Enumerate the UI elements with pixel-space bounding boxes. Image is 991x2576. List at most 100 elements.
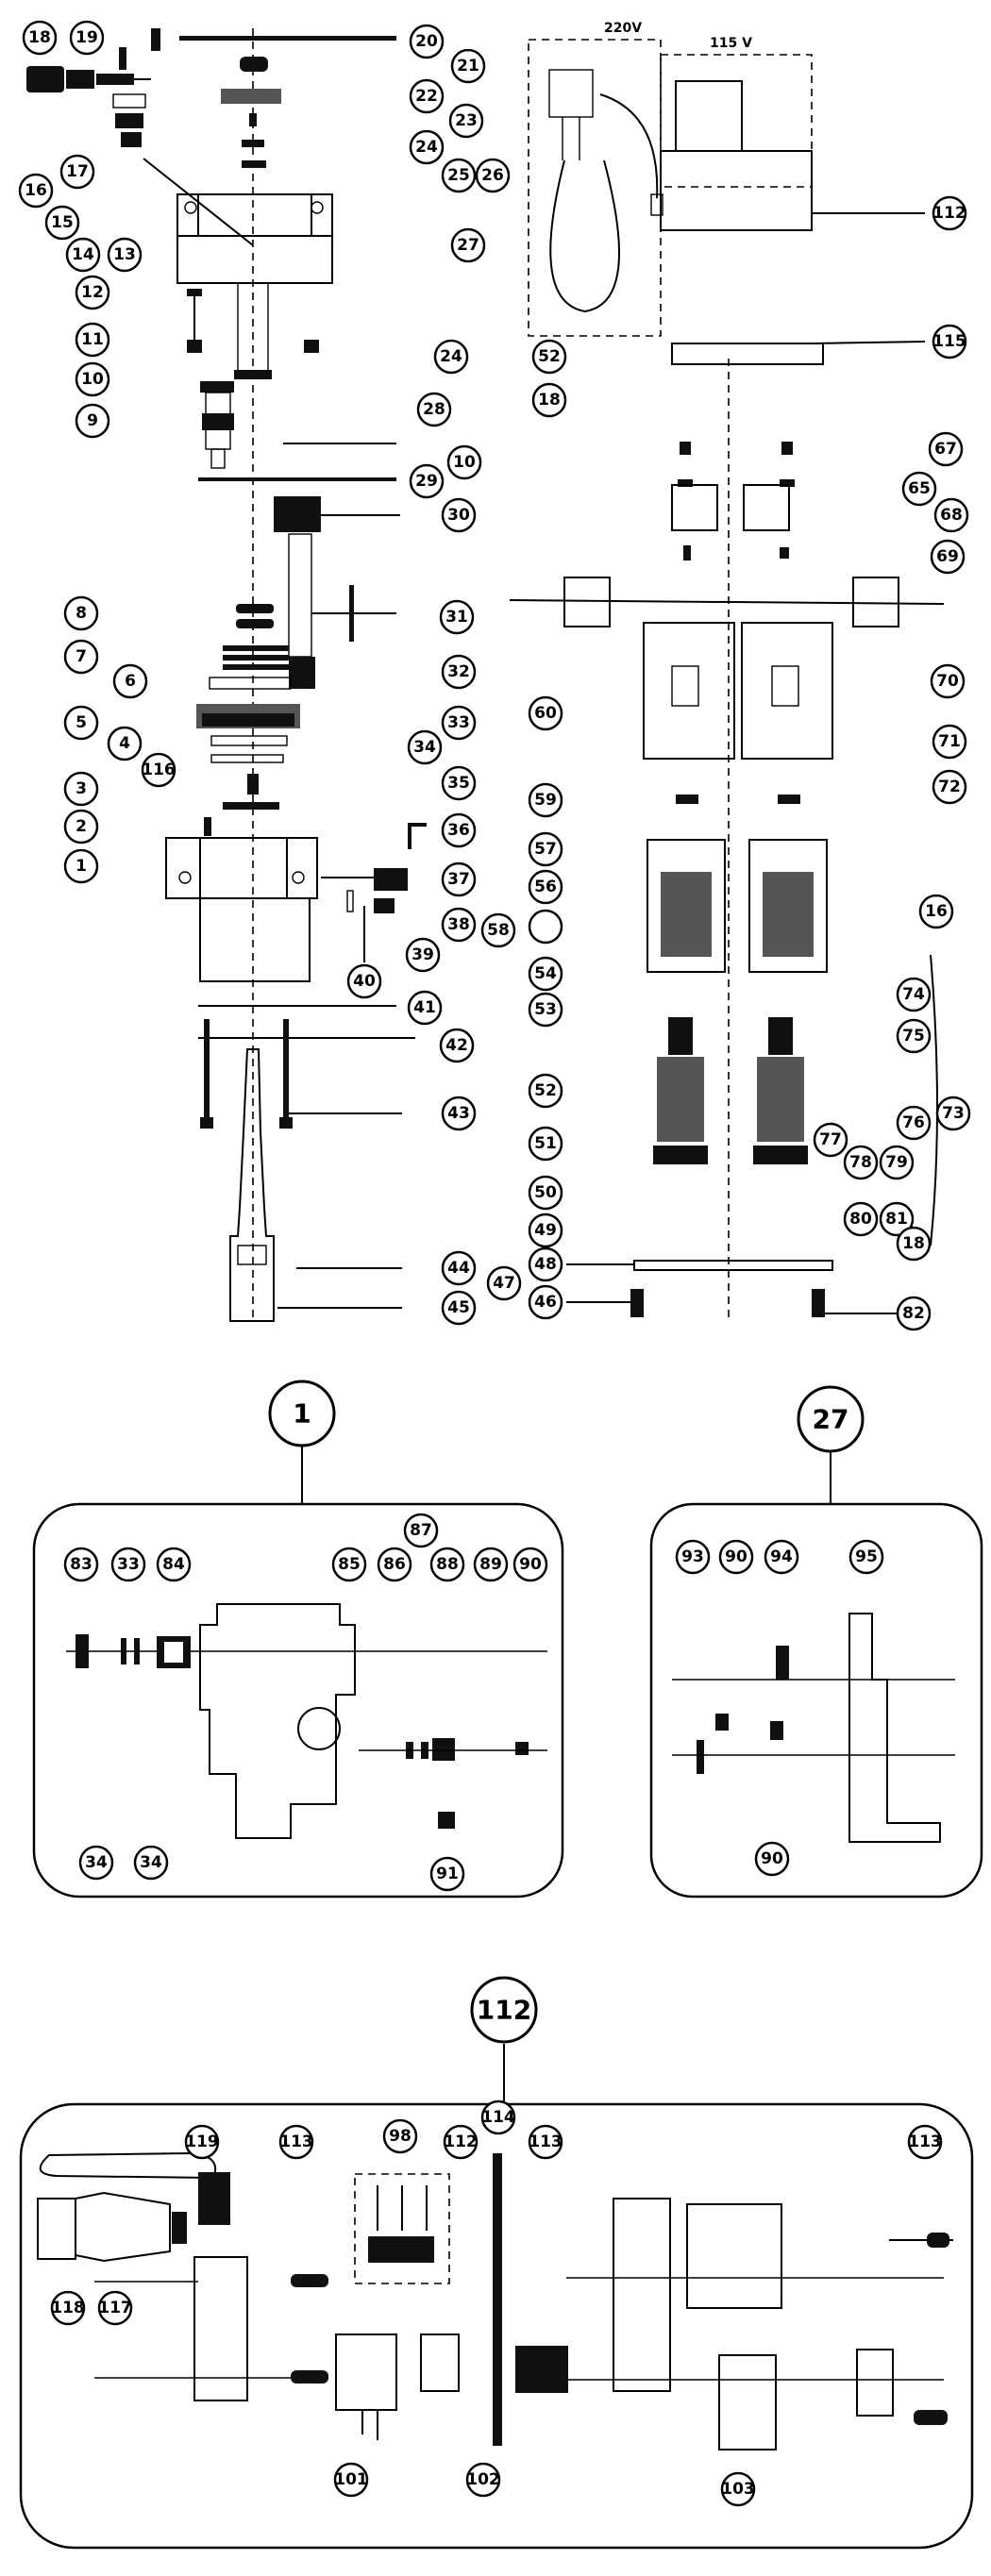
callout-c113c-circle xyxy=(907,2124,943,2160)
callout-c48: 48 xyxy=(528,1246,563,1282)
callout-c12: 12 xyxy=(75,275,110,310)
callout-c32: 32 xyxy=(441,654,477,690)
callout-c18a-circle xyxy=(22,20,58,56)
callout-c89-circle xyxy=(473,1547,509,1582)
callout-c8-circle xyxy=(63,595,99,631)
callout-c57-circle xyxy=(528,831,563,867)
callout-c58: 58 xyxy=(480,912,516,948)
callout-c76-label: 76 xyxy=(902,1113,925,1132)
callout-c38-label: 38 xyxy=(447,915,470,934)
callout-c95-label: 95 xyxy=(855,1547,878,1566)
callout-c45: 45 xyxy=(441,1290,477,1326)
callout-c28: 28 xyxy=(416,392,452,427)
callout-c86: 86 xyxy=(377,1547,412,1582)
callout-c14-circle xyxy=(65,237,101,273)
callout-c14: 14 xyxy=(65,237,101,273)
callout-c72-label: 72 xyxy=(938,778,961,796)
callout-c8-label: 8 xyxy=(76,604,87,623)
callout-c28-label: 28 xyxy=(423,400,445,419)
callout-c80: 80 xyxy=(843,1201,879,1237)
callout-c74: 74 xyxy=(896,977,932,1012)
callout-c114: 114 xyxy=(480,2099,516,2135)
callout-c39-label: 39 xyxy=(412,945,434,964)
callout-c82-circle xyxy=(896,1296,932,1331)
callout-c20-label: 20 xyxy=(415,32,438,51)
callout-c54-label: 54 xyxy=(534,964,557,983)
detail-callout-d27-circle xyxy=(797,1385,865,1453)
callout-c30-circle xyxy=(441,497,477,533)
callout-c117-circle xyxy=(97,2290,133,2326)
callout-c47-circle xyxy=(486,1265,522,1301)
callout-c75-circle xyxy=(896,1018,932,1054)
callout-c23-circle xyxy=(448,103,484,139)
callout-c53: 53 xyxy=(528,992,563,1028)
callout-c48-circle xyxy=(528,1246,563,1282)
right-assembly: 220V 115 V xyxy=(509,21,945,1321)
callout-c88-circle xyxy=(429,1547,465,1582)
callout-c38-circle xyxy=(441,907,477,943)
callout-c48-label: 48 xyxy=(534,1255,557,1274)
callout-c32-label: 32 xyxy=(447,662,470,681)
callout-c7-label: 7 xyxy=(76,647,87,666)
callout-c83: 83 xyxy=(63,1547,99,1582)
callout-c58-circle xyxy=(480,912,516,948)
callout-c6: 6 xyxy=(112,663,148,699)
callout-c10a-label: 10 xyxy=(81,370,104,389)
callout-c81-label: 81 xyxy=(885,1210,908,1229)
callout-c33-circle xyxy=(441,705,477,741)
callout-c37-label: 37 xyxy=(447,870,470,889)
callout-c50: 50 xyxy=(528,1175,563,1211)
callout-c113a: 113 xyxy=(278,2124,314,2160)
callout-c27: 27 xyxy=(450,227,486,263)
callout-c7: 7 xyxy=(63,639,99,675)
callout-c75: 75 xyxy=(896,1018,932,1054)
callout-c95-circle xyxy=(848,1539,884,1575)
label-115v: 115 V xyxy=(710,36,752,51)
left-assembly xyxy=(26,28,427,1322)
callout-c44-label: 44 xyxy=(447,1259,470,1278)
callout-c35: 35 xyxy=(441,765,477,801)
callout-c65-label: 65 xyxy=(908,479,931,498)
callout-c113a-label: 113 xyxy=(279,2133,313,2151)
callout-c29: 29 xyxy=(409,463,445,499)
callout-c73: 73 xyxy=(935,1096,971,1131)
callout-c90a: 90 xyxy=(512,1547,548,1582)
callout-c34c-circle xyxy=(133,1845,169,1881)
callout-c89-label: 89 xyxy=(479,1555,502,1574)
callout-c3-label: 3 xyxy=(76,779,87,798)
callout-c115-circle xyxy=(932,324,967,360)
callout-c37-circle xyxy=(441,861,477,897)
callout-c83-circle xyxy=(63,1547,99,1582)
callout-c17-label: 17 xyxy=(66,162,89,181)
callout-c23: 23 xyxy=(448,103,484,139)
callout-c85-circle xyxy=(331,1547,367,1582)
callout-c33: 33 xyxy=(441,705,477,741)
callout-c2: 2 xyxy=(63,809,99,845)
callout-c77: 77 xyxy=(813,1122,848,1158)
callout-c16-circle xyxy=(18,173,54,209)
callout-c102-circle xyxy=(465,2462,501,2498)
callout-c47: 47 xyxy=(486,1265,522,1301)
callout-c26: 26 xyxy=(475,158,511,193)
callout-c79: 79 xyxy=(879,1145,915,1180)
callout-c40: 40 xyxy=(346,963,382,999)
callout-c41-label: 41 xyxy=(413,998,436,1017)
callout-c53-label: 53 xyxy=(534,1000,557,1019)
callout-c81: 81 xyxy=(879,1201,915,1237)
callout-c119-circle xyxy=(184,2124,220,2160)
callout-c76: 76 xyxy=(896,1105,932,1141)
callout-c18c-circle xyxy=(896,1226,932,1262)
callout-c49-label: 49 xyxy=(534,1221,557,1240)
callout-c24b-label: 24 xyxy=(440,347,462,366)
callout-c88: 88 xyxy=(429,1547,465,1582)
detail-callout-d1: 1 xyxy=(268,1380,336,1447)
callout-c29-circle xyxy=(409,463,445,499)
callout-c103: 103 xyxy=(720,2471,756,2507)
callout-c71-label: 71 xyxy=(938,732,961,751)
callout-c34a: 34 xyxy=(407,729,443,765)
callout-c113b-circle xyxy=(528,2124,563,2160)
callout-c34c: 34 xyxy=(133,1845,169,1881)
callout-c38: 38 xyxy=(441,907,477,943)
callout-c44-circle xyxy=(441,1250,477,1286)
